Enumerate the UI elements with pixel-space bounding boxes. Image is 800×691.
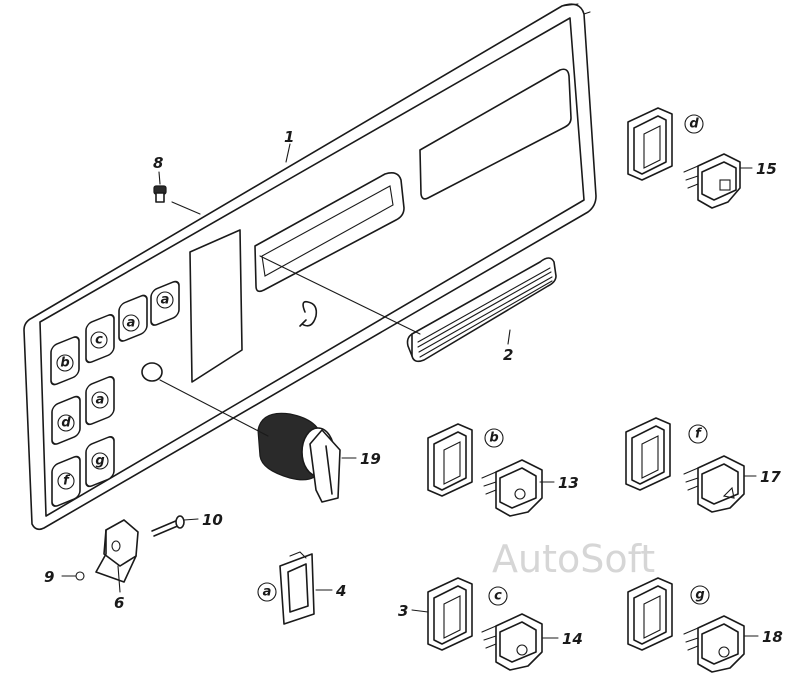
panel-key-c-label: c bbox=[95, 333, 103, 348]
callout-8: 8 bbox=[153, 154, 163, 172]
switch-letter-d-label: d bbox=[689, 117, 699, 132]
callout-9: 9 bbox=[44, 568, 54, 586]
callout-3: 3 bbox=[398, 602, 408, 620]
callout-numbers: 1 2 3 4 6 8 9 10 13 14 15 17 18 19 bbox=[44, 128, 783, 648]
callout-15: 15 bbox=[756, 160, 777, 178]
switch-letter-b-label: b bbox=[489, 431, 498, 446]
switch-frame-c bbox=[427, 577, 473, 651]
switch-rocker-17 bbox=[683, 455, 745, 513]
panel-key-f: f bbox=[51, 455, 81, 507]
callout-18: 18 bbox=[762, 628, 783, 646]
callout-1: 1 bbox=[284, 128, 294, 146]
switch-letter-g: g bbox=[690, 585, 710, 605]
callout-13: 13 bbox=[558, 474, 579, 492]
panel-key-d: d bbox=[51, 395, 81, 445]
switch-frame-b bbox=[427, 423, 473, 497]
callout-2: 2 bbox=[503, 346, 513, 364]
part-2-trim-strip bbox=[406, 257, 557, 363]
panel-key-b: b bbox=[50, 336, 80, 386]
part-9-clip bbox=[75, 571, 85, 581]
switch-letter-c-label: c bbox=[494, 589, 502, 604]
switch-rocker-15 bbox=[683, 153, 741, 209]
panel-key-a2-label: a bbox=[127, 316, 136, 331]
callout-14: 14 bbox=[562, 630, 583, 648]
switch-letter-g-label: g bbox=[695, 588, 704, 603]
switch-letter-c: c bbox=[488, 586, 508, 606]
switch-rocker-14 bbox=[481, 613, 543, 671]
switch-rocker-18 bbox=[683, 615, 745, 673]
panel-key-a2: a bbox=[118, 294, 148, 342]
part-4-blank-cover bbox=[279, 551, 315, 625]
panel-key-a3: a bbox=[85, 376, 115, 426]
panel-key-b-label: b bbox=[60, 356, 69, 371]
switch-rocker-13 bbox=[481, 459, 543, 517]
switch-frame-g bbox=[627, 577, 673, 651]
panel-key-g: g bbox=[85, 436, 115, 488]
blank-cover-letter-a-label: a bbox=[263, 585, 272, 600]
dashboard-panel bbox=[23, 3, 597, 531]
callout-10: 10 bbox=[202, 511, 223, 529]
part-6-bracket bbox=[95, 519, 139, 583]
leader-lines bbox=[61, 143, 759, 639]
part-8-screw bbox=[153, 185, 167, 203]
switch-letter-b: b bbox=[484, 428, 504, 448]
panel-key-a1-label: a bbox=[161, 293, 170, 308]
blank-cover-letter-a: a bbox=[257, 582, 277, 602]
part-19-ignition-switch bbox=[257, 412, 341, 503]
part-10-pin bbox=[151, 515, 185, 537]
callout-19: 19 bbox=[360, 450, 381, 468]
switch-frame-d bbox=[627, 107, 673, 181]
callout-6: 6 bbox=[114, 594, 124, 612]
panel-key-d-label: d bbox=[61, 416, 71, 431]
switch-letter-d: d bbox=[684, 114, 704, 134]
panel-key-f-label: f bbox=[63, 474, 71, 489]
switch-letter-f: f bbox=[688, 424, 708, 444]
panel-switch-keys: a a b c d a f bbox=[50, 280, 180, 507]
panel-key-a1: a bbox=[150, 280, 180, 326]
panel-key-c: c bbox=[85, 314, 115, 364]
panel-key-g-label: g bbox=[95, 454, 104, 469]
watermark: AutoSoft bbox=[492, 537, 655, 581]
callout-17: 17 bbox=[760, 468, 781, 486]
switch-letter-f-label: f bbox=[695, 427, 703, 442]
switch-frame-f bbox=[625, 417, 671, 491]
panel-key-a3-label: a bbox=[96, 393, 105, 408]
callout-4: 4 bbox=[335, 582, 346, 600]
